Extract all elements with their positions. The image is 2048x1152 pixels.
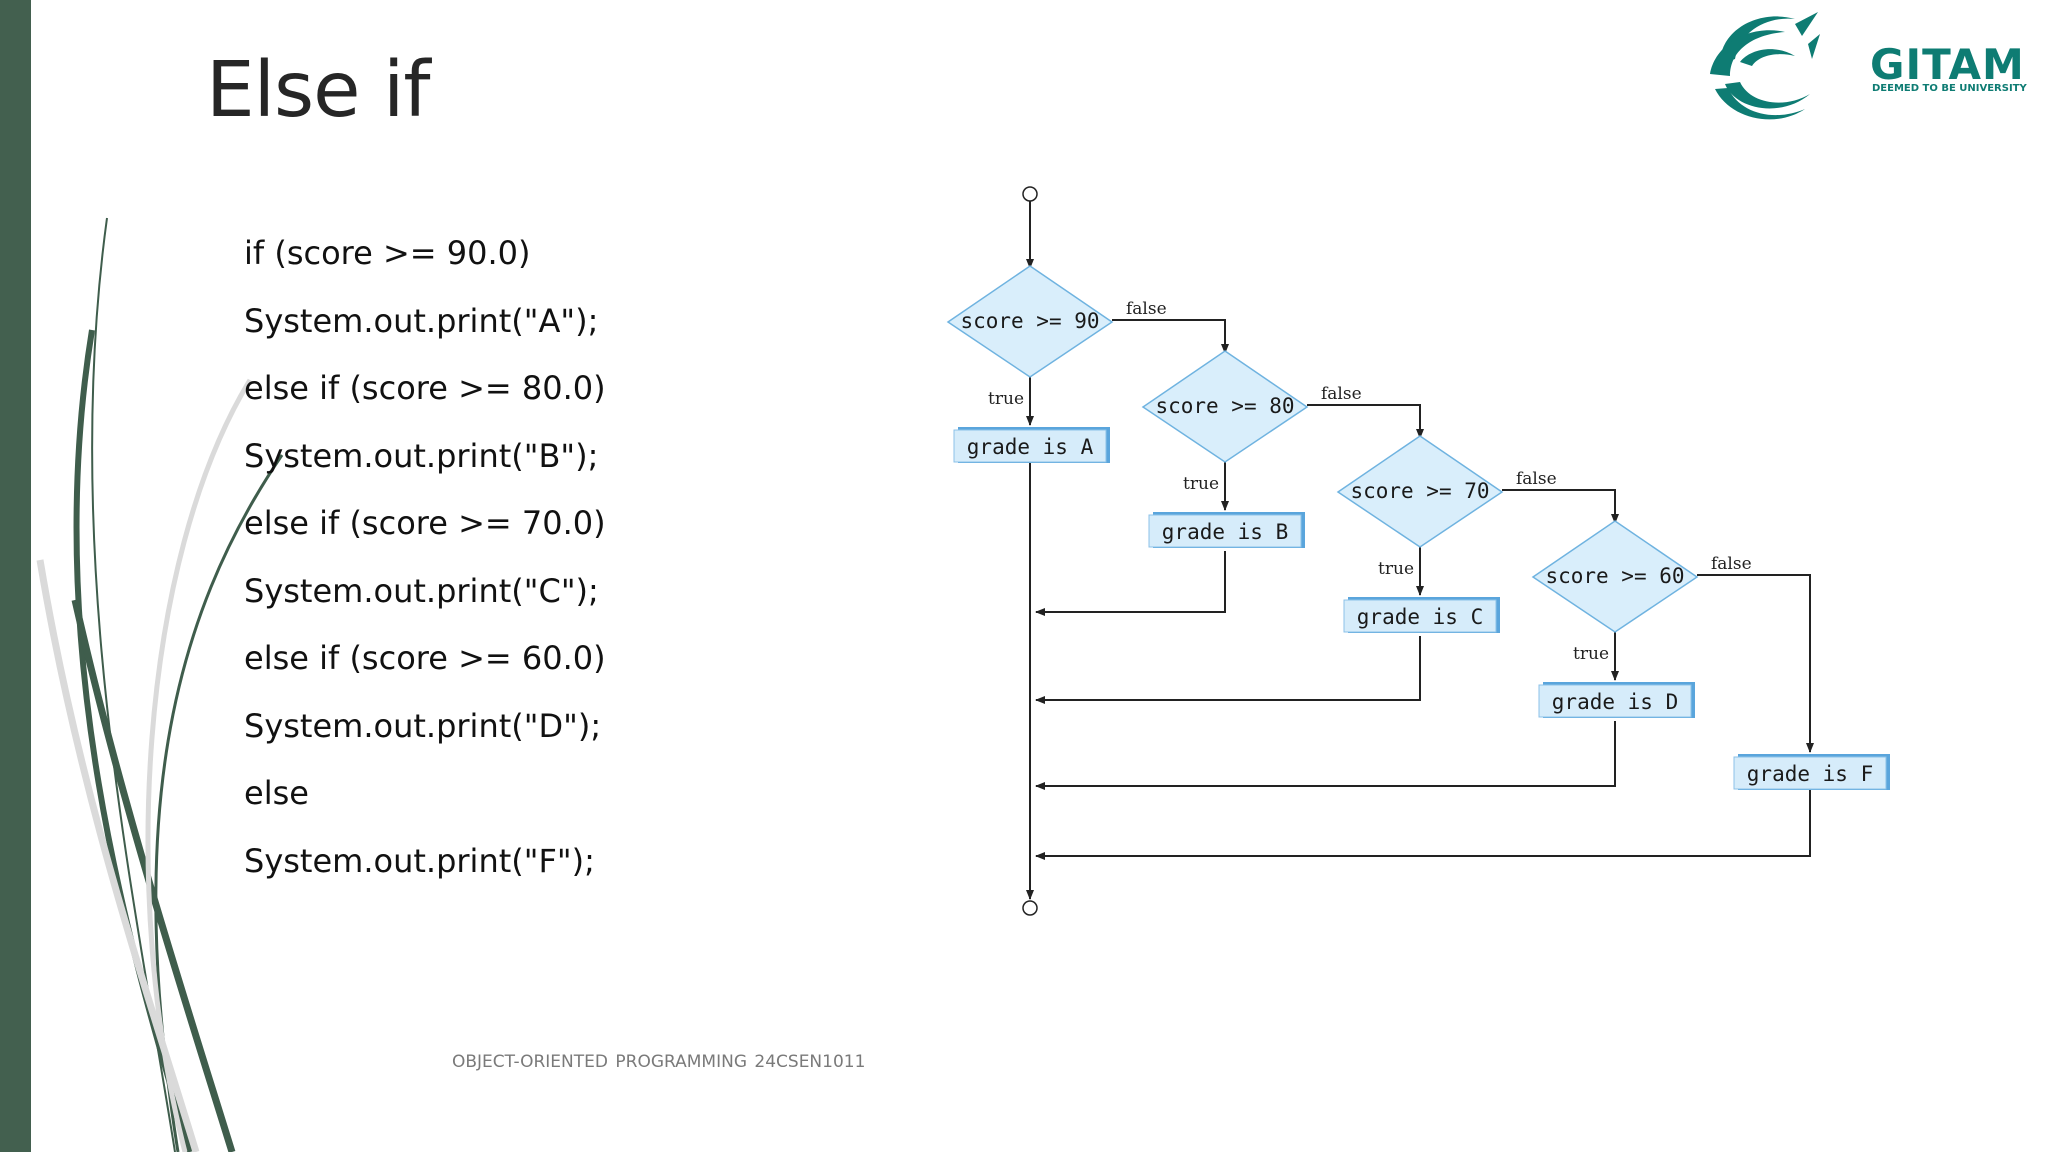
true-label: true — [1183, 474, 1219, 494]
arrow-d3-false — [1502, 489, 1619, 524]
decision-node: score >= 90 — [946, 265, 1114, 378]
code-listing: if (score >= 90.0) System.out.print("A")… — [244, 225, 606, 900]
outcome-box: grade is C — [1343, 597, 1500, 633]
code-line: else if (score >= 80.0) — [244, 369, 606, 407]
decision-label: score >= 60 — [1545, 564, 1684, 588]
gitam-emblem-icon — [1710, 12, 1820, 120]
arrow-d4-false — [1697, 574, 1814, 753]
slide-title: Else if — [206, 46, 431, 135]
decorative-swoosh — [36, 217, 284, 1152]
logo-tagline: DEEMED TO BE UNIVERSITY — [1872, 83, 2027, 94]
merge-c — [1035, 636, 1421, 704]
university-logo: GITAM DEEMED TO BE UNIVERSITY — [1700, 4, 2040, 122]
decision-label: score >= 90 — [960, 309, 1099, 333]
arrow-d1-false — [1112, 319, 1229, 354]
code-line: System.out.print("D"); — [244, 706, 602, 745]
outcome-box: grade is A — [953, 427, 1110, 463]
code-line: else if (score >= 60.0) — [244, 639, 606, 677]
merge-d — [1035, 721, 1616, 790]
outcome-label: grade is A — [967, 435, 1094, 459]
code-line: if (score >= 90.0) — [244, 234, 531, 272]
outcome-label: grade is F — [1747, 762, 1873, 786]
decision-label: score >= 70 — [1350, 479, 1489, 503]
false-label: false — [1711, 554, 1752, 574]
code-line: else if (score >= 70.0) — [244, 504, 606, 542]
outcome-box: grade is D — [1538, 682, 1695, 718]
outcome-label: grade is D — [1552, 690, 1678, 714]
true-label: true — [1573, 644, 1609, 664]
left-accent-bar — [0, 0, 31, 1152]
start-node — [1022, 186, 1038, 202]
decision-node: score >= 80 — [1141, 350, 1309, 463]
code-line: System.out.print("A"); — [244, 301, 599, 340]
merge-b — [1035, 551, 1226, 616]
slide-footer: OBJECT-ORIENTED PROGRAMMING 24CSEN1011 — [452, 1052, 866, 1072]
decision-node: score >= 70 — [1336, 435, 1504, 548]
flowchart: score >= 90 score >= 80 score >= 70 scor… — [946, 186, 1890, 916]
code-line: System.out.print("F"); — [244, 841, 595, 880]
false-label: false — [1321, 384, 1362, 404]
outcome-label: grade is B — [1162, 520, 1288, 544]
decision-node: score >= 60 — [1531, 520, 1699, 633]
outcome-box: grade is F — [1733, 754, 1890, 790]
end-node — [1022, 900, 1038, 916]
decision-label: score >= 80 — [1155, 394, 1294, 418]
code-line: System.out.print("C"); — [244, 571, 599, 610]
true-label: true — [1378, 559, 1414, 579]
outcome-box: grade is B — [1148, 512, 1305, 548]
outcome-label: grade is C — [1357, 605, 1483, 629]
true-label: true — [988, 389, 1024, 409]
false-label: false — [1126, 299, 1167, 319]
arrow-d2-false — [1307, 404, 1424, 439]
logo-wordmark: GITAM — [1870, 40, 2025, 89]
false-label: false — [1516, 469, 1557, 489]
merge-f — [1035, 790, 1811, 860]
code-line: else — [244, 774, 309, 812]
code-line: System.out.print("B"); — [244, 436, 599, 475]
